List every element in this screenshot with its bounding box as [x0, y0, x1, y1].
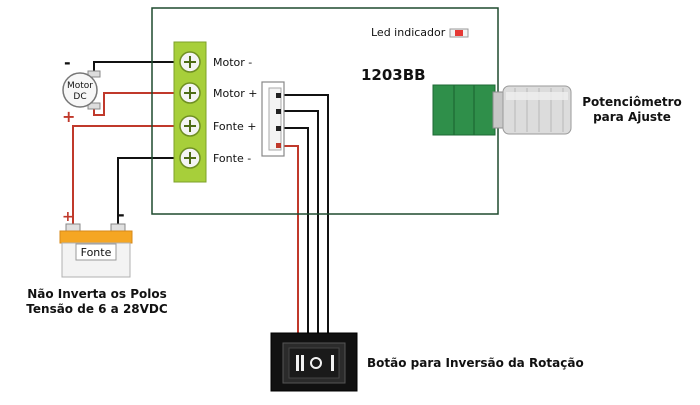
- screw-terminal-fonte-positive: [179, 115, 201, 137]
- battery-icon: [59, 223, 133, 278]
- switch-label: Botão para Inversão da Rotação: [367, 356, 584, 370]
- board-model: 1203BB: [361, 66, 426, 84]
- wire-motor-positive: [93, 92, 182, 116]
- rocker-switch-icon[interactable]: [270, 332, 358, 392]
- terminal-label-motor-negative: Motor -: [213, 56, 252, 69]
- dc-motor-icon: [62, 70, 101, 110]
- wire-switch-3: [282, 127, 309, 334]
- terminal-label-fonte-negative: Fonte -: [213, 152, 251, 165]
- led-indicator-icon: [449, 28, 469, 38]
- potentiometer-label-line2: para Ajuste: [593, 110, 671, 124]
- wire-switch-1: [282, 94, 329, 334]
- wire-switch-4: [282, 145, 299, 334]
- warning-line1: Não Inverta os Polos: [27, 287, 167, 301]
- motor-minus-sign: -: [64, 53, 71, 72]
- motor-label-line1: Motor: [67, 81, 93, 91]
- potentiometer-icon: [432, 84, 572, 136]
- wires: [72, 61, 329, 334]
- terminal-label-motor-positive: Motor +: [213, 87, 258, 100]
- battery-label: Fonte: [81, 246, 112, 259]
- wire-battery-negative: [117, 157, 182, 228]
- battery-plus-sign: +: [62, 209, 74, 225]
- warning-line2: Tensão de 6 a 28VDC: [26, 302, 168, 316]
- terminal-block: [173, 41, 207, 183]
- wire-switch-2: [282, 110, 319, 334]
- led-label: Led indicador: [371, 26, 446, 39]
- screw-terminal-fonte-negative: [179, 147, 201, 169]
- battery-minus-sign: -: [118, 205, 125, 224]
- wire-battery-positive: [72, 125, 182, 228]
- motor-plus-sign: +: [62, 107, 75, 126]
- screw-terminal-motor-positive: [179, 82, 201, 104]
- screw-terminal-motor-negative: [179, 51, 201, 73]
- switch-connector: [261, 81, 285, 157]
- terminal-label-fonte-positive: Fonte +: [213, 120, 256, 133]
- wire-motor-negative: [93, 61, 182, 75]
- potentiometer-label-line1: Potenciômetro: [582, 95, 681, 109]
- motor-label-line2: DC: [73, 92, 86, 102]
